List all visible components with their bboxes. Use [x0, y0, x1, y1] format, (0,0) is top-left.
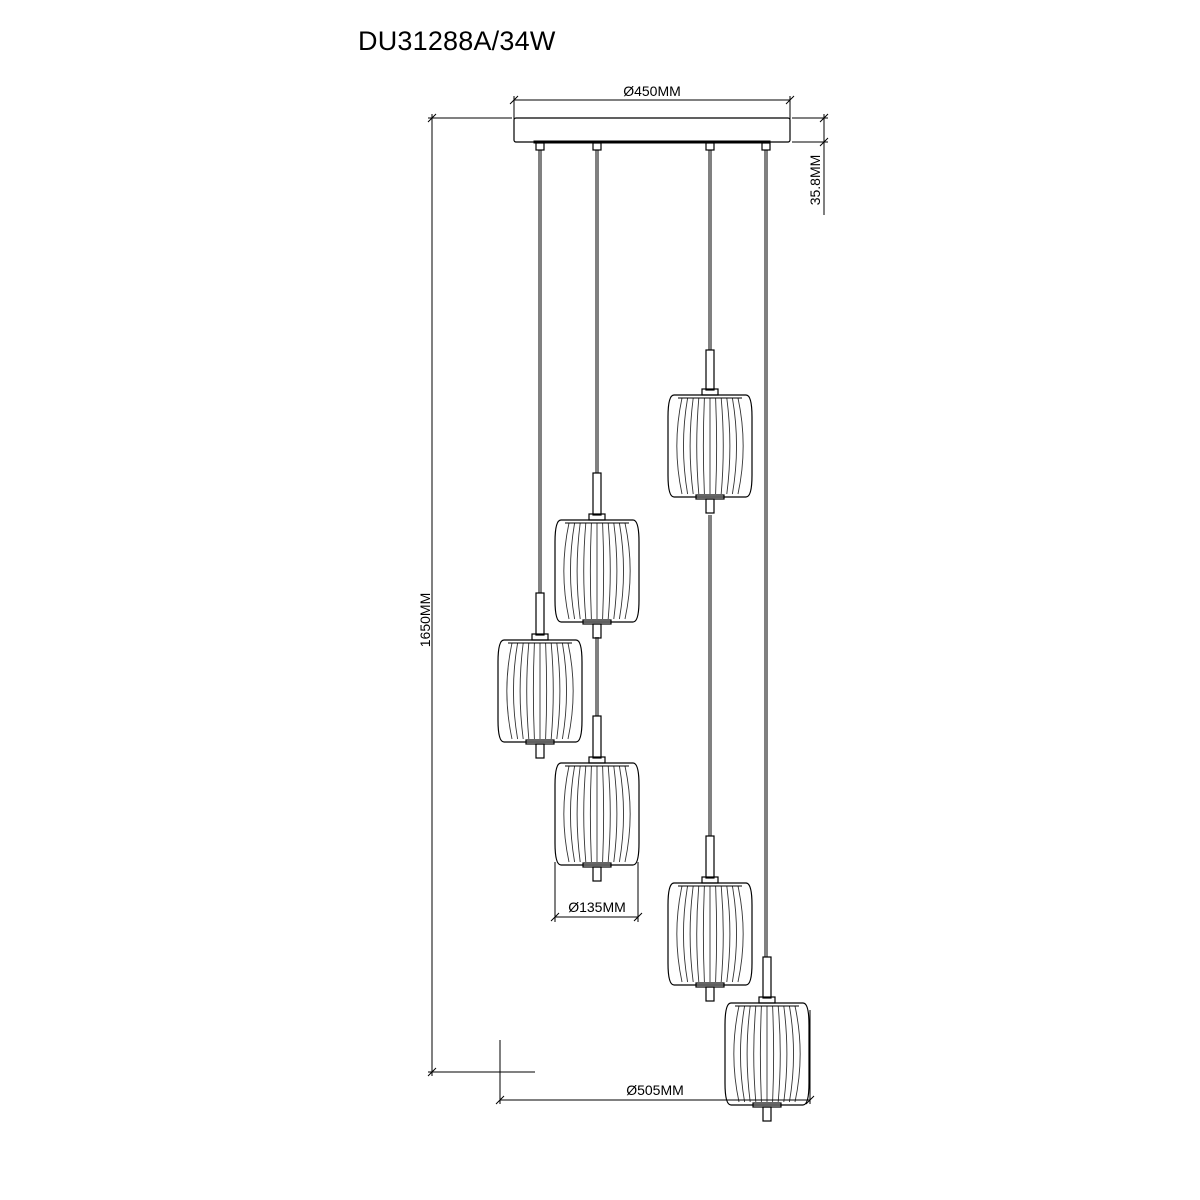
- pendant-shade: [554, 472, 640, 639]
- pendant-shade: [497, 592, 583, 759]
- canopy: [513, 117, 791, 151]
- cluster-diameter-dimension: Ø505MM: [495, 1010, 815, 1105]
- canopy-diameter-label: Ø450MM: [623, 83, 681, 99]
- shade-diameter-label: Ø135MM: [568, 899, 626, 915]
- canopy-height-dimension: 35.8MM: [792, 113, 829, 215]
- overall-height-dimension: 1650MM: [417, 113, 535, 1077]
- pendant-shade: [724, 956, 810, 1122]
- cluster-diameter-label: Ø505MM: [626, 1082, 684, 1098]
- model-title: DU31288A/34W: [358, 26, 556, 56]
- overall-height-label: 1650MM: [417, 593, 433, 647]
- canopy-diameter-dimension: Ø450MM: [509, 83, 795, 138]
- canopy-height-label: 35.8MM: [807, 155, 823, 206]
- pendant-shade: [667, 835, 753, 1002]
- pendant-shades: [497, 349, 810, 1122]
- cords: [538, 150, 768, 957]
- pendant-shade: [667, 349, 753, 514]
- shade-diameter-dimension: Ø135MM: [550, 862, 643, 922]
- pendant-shade: [554, 715, 640, 882]
